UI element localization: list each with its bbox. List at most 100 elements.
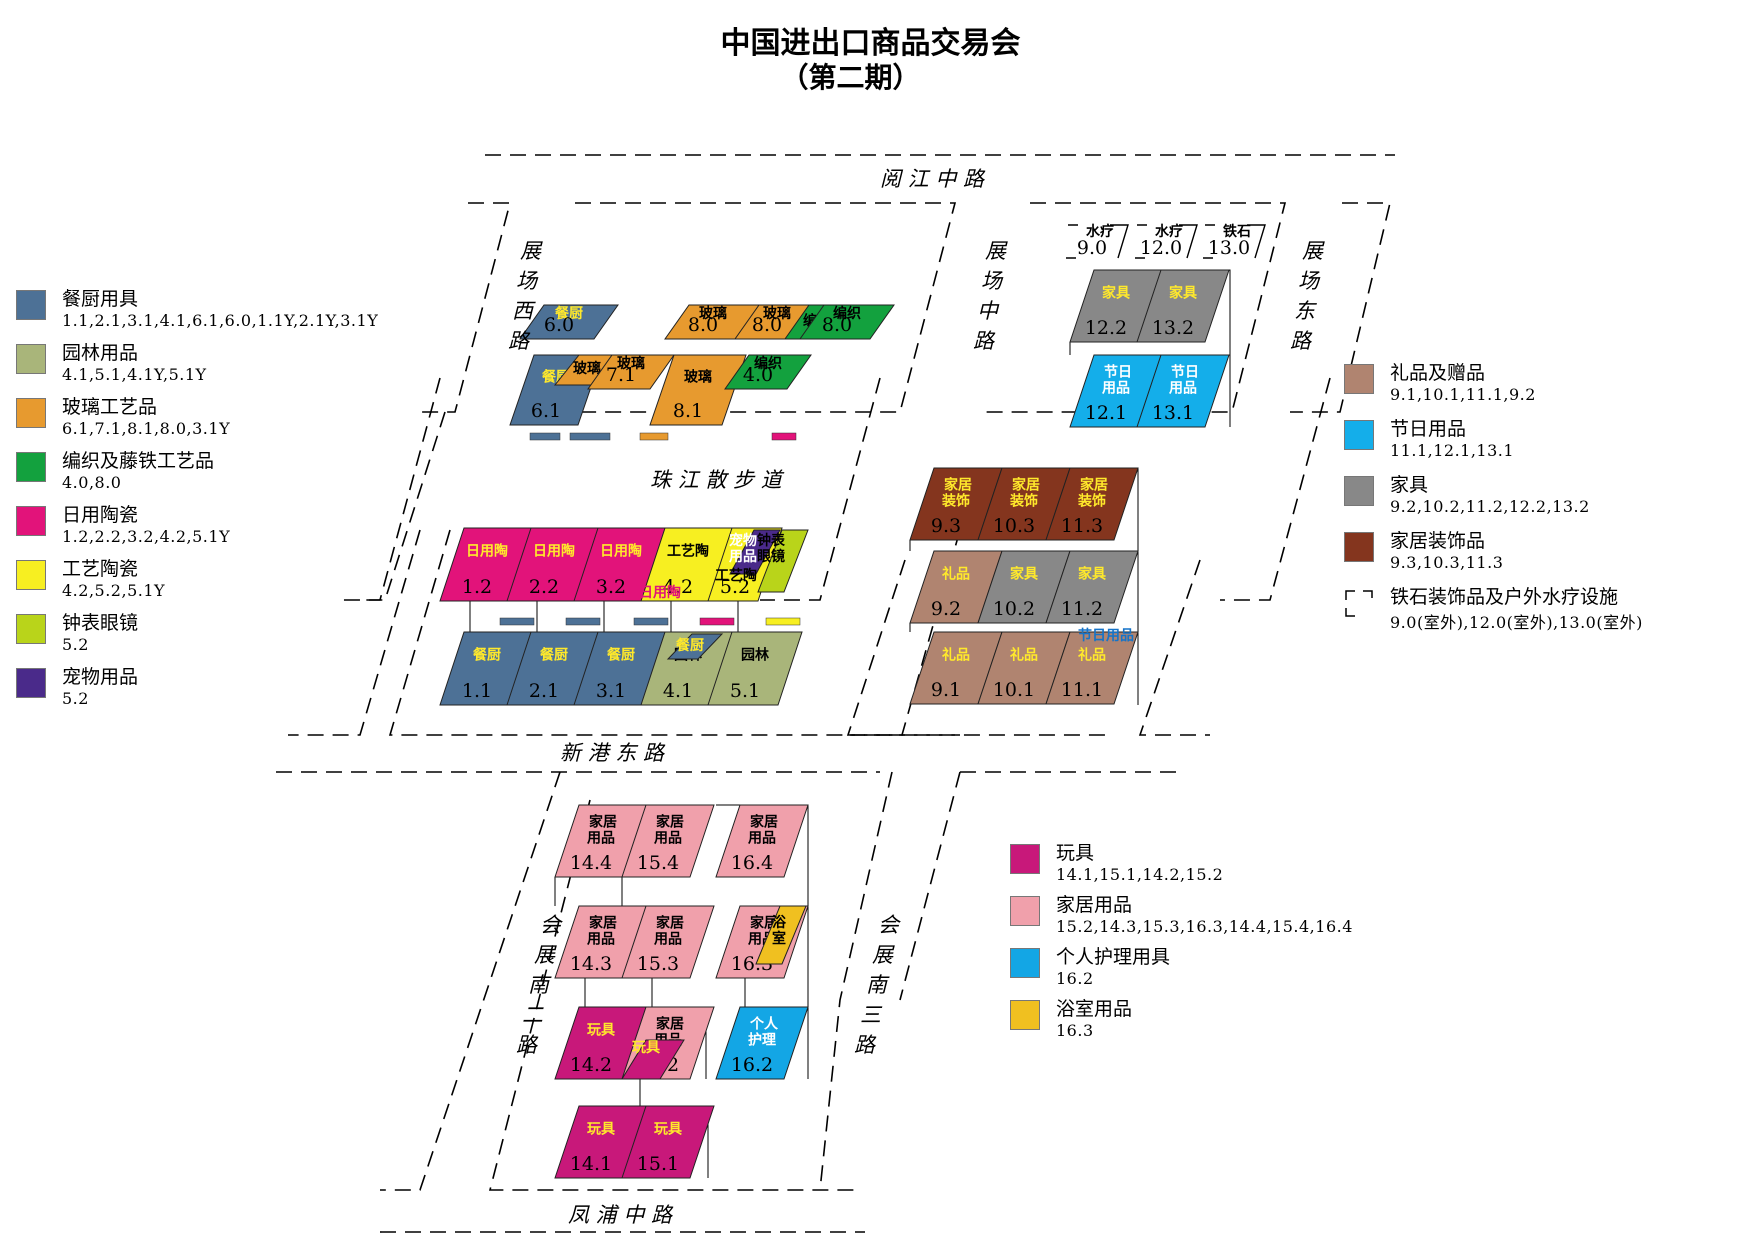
hall-label: 家具 [1169, 284, 1197, 301]
hall-label: 礼品 [942, 646, 970, 663]
outdoor-label: 水疗 [1155, 223, 1183, 240]
map-subtitle: （第二期） [780, 61, 921, 94]
hall-label: 家居 [656, 1016, 684, 1033]
hall-label: 编织 [754, 355, 782, 372]
hall-8-1 [649, 354, 747, 426]
legend-codes: 6.1,7.1,8.1,8.0,3.1Y [62, 419, 231, 438]
hall-number: 8.0 [822, 314, 852, 336]
hall-label: 玻璃 [573, 360, 601, 377]
hall-label: 装饰 [1009, 492, 1038, 509]
legend-name: 园林用品 [62, 342, 139, 364]
outdoor-number: 13.0 [1208, 237, 1250, 259]
hall-label: 家居 [1080, 477, 1108, 494]
hall-label: 礼品 [942, 565, 970, 582]
hall-15-1 [621, 1105, 715, 1179]
legend-swatch [1344, 476, 1374, 506]
dashed-bracket-icon [1345, 590, 1373, 617]
legend-codes: 9.0(室外),12.0(室外),13.0(室外) [1390, 613, 1643, 632]
legend-name: 家居装饰品 [1390, 530, 1486, 552]
hall-label: 礼品 [1010, 646, 1038, 663]
hall-label: 家居 [589, 814, 617, 831]
sub-area-pet [729, 529, 781, 575]
sub-area-label: 宠物 [729, 532, 757, 549]
road-label-s2: 二 [522, 1003, 544, 1027]
road-labels: 阅 江 中 路珠 江 散 步 道新 港 东 路凤 浦 中 路展场西路展场中路展场… [508, 167, 1325, 1227]
hall-label: 工艺陶 [667, 543, 709, 560]
outdoor-area [1066, 224, 1129, 259]
hall-number: 16.4 [731, 852, 773, 874]
legend-codes: 9.2,10.2,11.2,12.2,13.2 [1390, 497, 1590, 516]
hall-label: 玻璃 [617, 355, 645, 372]
legend-name: 餐厨用具 [62, 288, 139, 310]
hall-label: 装饰 [1077, 492, 1106, 509]
road-boundary [418, 202, 512, 413]
hall-label: 护理 [748, 1031, 776, 1048]
sub-area-label: 浴 [772, 914, 787, 931]
hall-number: 6.1 [531, 400, 561, 422]
road-label-middle: 中 [977, 299, 1000, 323]
legend-swatch [16, 614, 46, 644]
hall-number: 10.2 [993, 598, 1035, 620]
legend-name: 浴室用品 [1056, 998, 1133, 1020]
hall-label: 节日 [1104, 364, 1132, 381]
legend-name: 个人护理用具 [1056, 946, 1171, 968]
hall-number: 1.1 [462, 680, 492, 702]
legend-name: 铁石装饰品及户外水疗设施 [1390, 586, 1619, 608]
map-title: 中国进出口商品交易会 [720, 26, 1021, 61]
hall-number: 14.1 [570, 1153, 612, 1175]
road-label-s2: 路 [516, 1033, 539, 1057]
hall-number: 4.2 [663, 576, 693, 598]
hall-label: 节日 [1171, 364, 1199, 381]
legend-swatch [1010, 844, 1040, 874]
hall-number: 14.2 [570, 1054, 612, 1076]
legend-swatch [1010, 896, 1040, 926]
hall-label: 用品 [1102, 380, 1130, 396]
hall-label: 家居 [589, 915, 617, 932]
sub-area-clock [757, 529, 809, 593]
hall-label: 个人 [749, 1016, 779, 1033]
road-label-east: 东 [1294, 299, 1317, 323]
legend-name: 节日用品 [1390, 418, 1467, 440]
legend-name: 家居用品 [1056, 894, 1133, 916]
hall-13-1 [1136, 354, 1230, 428]
hall-label: 餐厨 [606, 647, 635, 664]
hall-number: 9.3 [931, 515, 961, 537]
hall-13-2 [1136, 269, 1230, 343]
hall-label: 用品 [748, 830, 776, 846]
hall-6-0 [519, 304, 619, 340]
legend-swatch [16, 290, 46, 320]
legend-swatch [16, 344, 46, 374]
hall-label: 家具 [1078, 565, 1106, 582]
legend-swatch [16, 560, 46, 590]
hall-label: 日用陶 [600, 543, 642, 560]
sub-area-label: 节日用品 [1078, 627, 1134, 644]
connector [554, 877, 623, 906]
legend-codes: 1.1,2.1,3.1,4.1,6.1,6.0,1.1Y,2.1Y,3.1Y [62, 311, 379, 330]
hall-label: 玩具 [587, 1022, 615, 1038]
road-label-s2: 展 [534, 943, 557, 967]
legend-swatch [16, 398, 46, 428]
road-boundary [360, 411, 446, 601]
road-label-west: 路 [508, 329, 531, 353]
y-stripe [529, 432, 561, 441]
road-label-s2: 南 [528, 973, 552, 997]
hall-label: 家居 [750, 814, 778, 831]
y-stripe [639, 432, 669, 441]
hall-16-2 [715, 1006, 809, 1080]
hall-label: 餐厨 [539, 647, 568, 664]
hall-number: 8.0 [752, 314, 782, 336]
sub-area-label: 室 [772, 930, 786, 947]
hall-number: 16.2 [731, 1054, 773, 1076]
road-label-s3: 路 [854, 1033, 877, 1057]
road-boundary [899, 771, 961, 1001]
hall-11-2 [1045, 550, 1139, 624]
legend-codes: 9.3,10.3,11.3 [1390, 553, 1504, 572]
hall-label: 玻璃 [699, 305, 727, 322]
hall-number: 15.3 [637, 953, 679, 975]
outdoor-area [1203, 224, 1266, 259]
hall-number: 3.1 [596, 680, 626, 702]
hall-number: 3.2 [596, 576, 626, 598]
legend-name: 玻璃工艺品 [62, 396, 158, 418]
road-boundary [388, 529, 960, 736]
